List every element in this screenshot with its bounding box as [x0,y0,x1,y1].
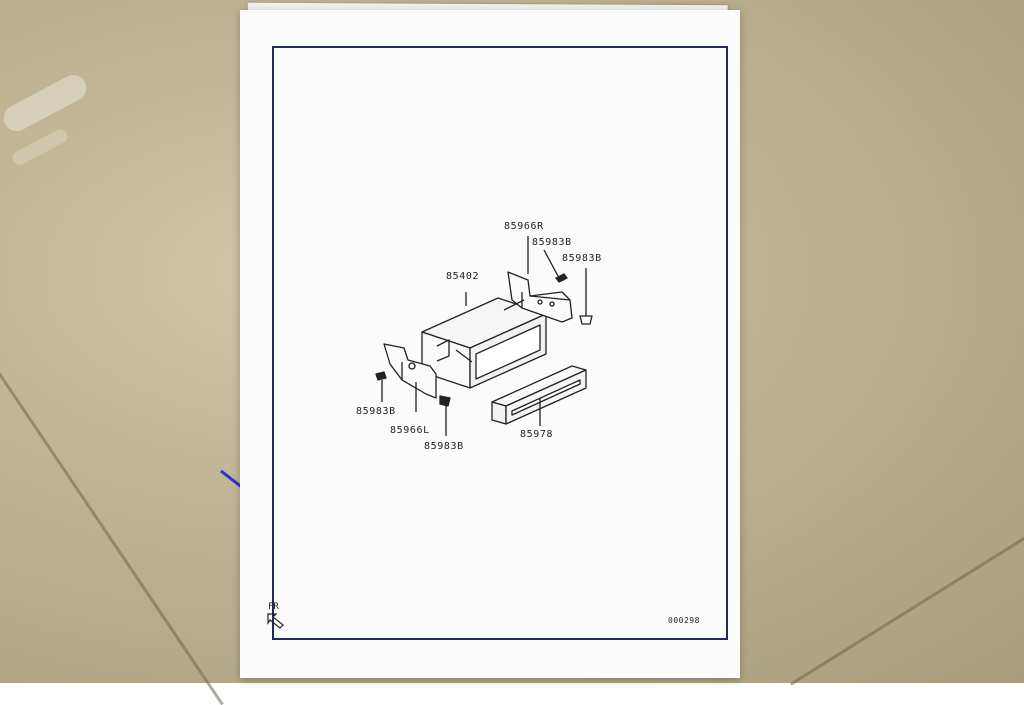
bracket-right-drawing [503,236,573,323]
pocket-drawing [421,292,547,389]
diagram-code: 000298 [668,616,700,625]
orientation-mark: FR [268,602,279,612]
label-screw-left-lower: 85983B [424,441,464,452]
screw-right-upper-drawing [543,249,568,283]
bracket-left-drawing [383,343,437,412]
label-screw-left: 85983B [356,406,396,417]
diagram-sheet: 85966R 85983B 85983B 85402 85983B 85966L… [240,10,740,678]
arrow-up-left-icon [267,613,284,629]
screw-left-lower-drawing [439,395,451,436]
label-bracket-left: 85966L [390,425,430,436]
parts-drawing [267,236,593,629]
label-bezel: 85978 [520,429,554,440]
screw-left-drawing [375,371,387,402]
label-bracket-right: 85966R [504,221,544,232]
label-screw-right-lower: 85983B [562,253,602,264]
bezel-drawing [491,365,587,426]
diagram-frame [272,46,728,640]
label-screw-right-upper: 85983B [532,237,572,248]
label-pocket: 85402 [446,271,480,282]
screw-right-lower-drawing [579,268,593,325]
